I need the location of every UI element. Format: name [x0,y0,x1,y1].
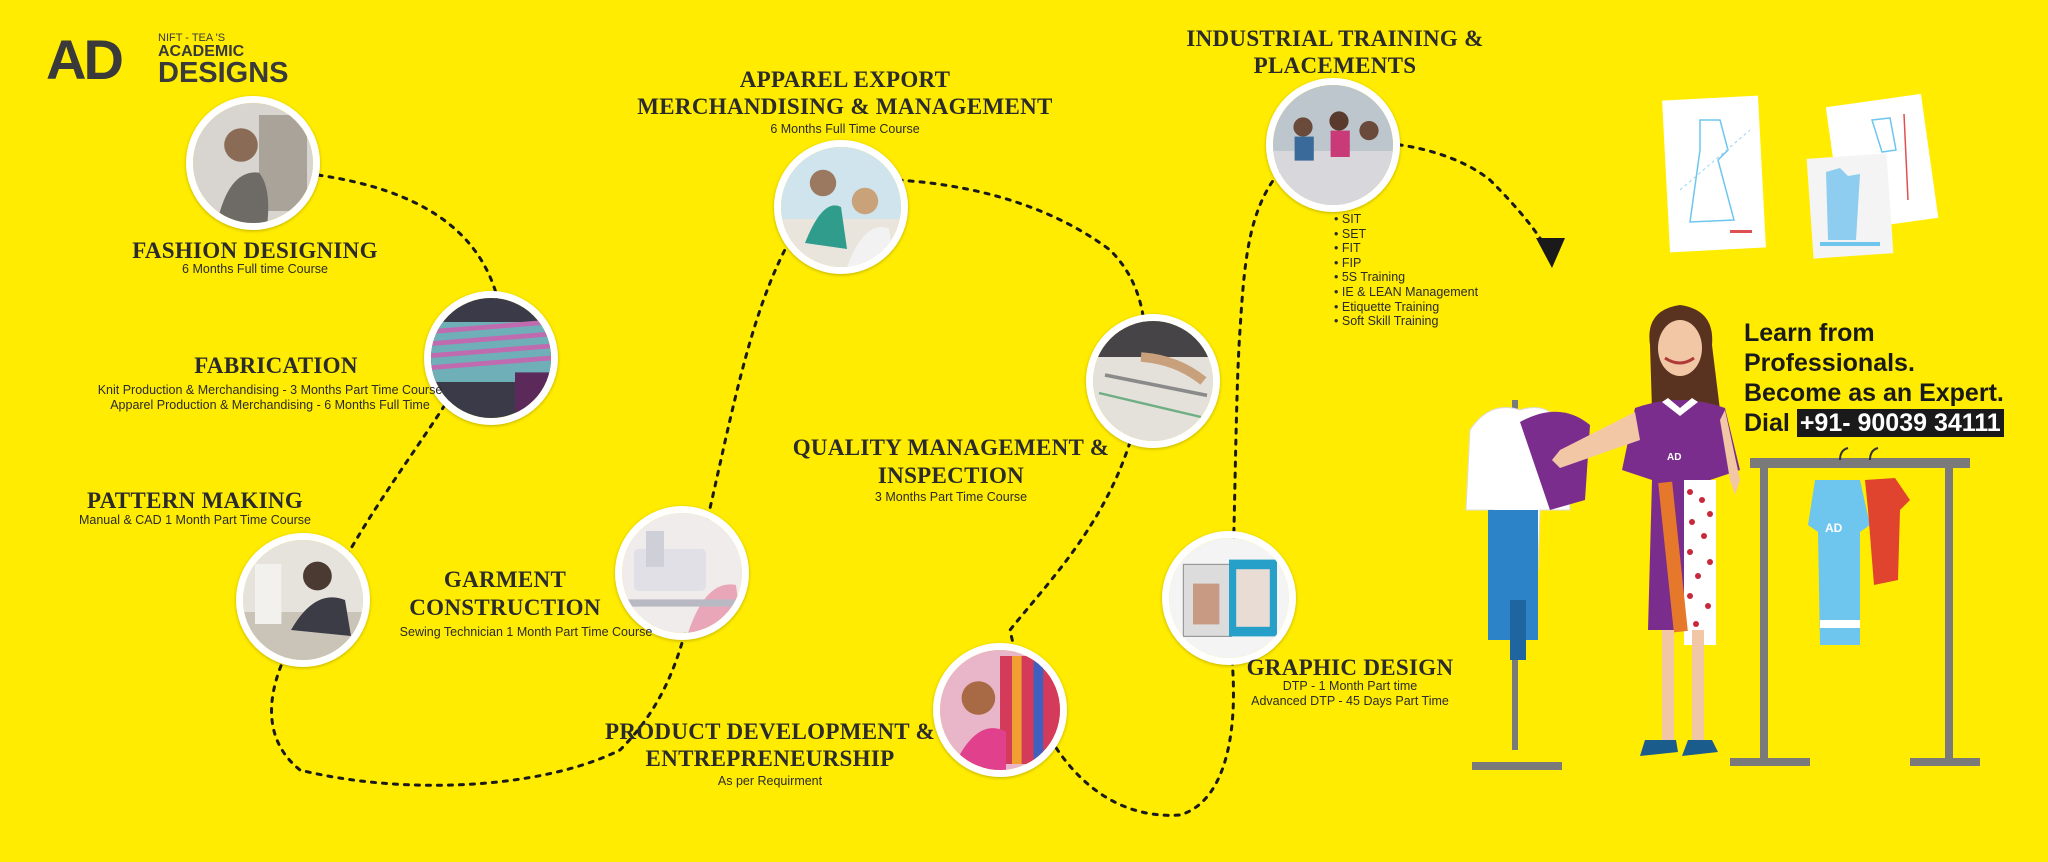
list-item: Soft Skill Training [1334,314,1478,329]
promo-line-1: Learn from [1744,319,1875,347]
quality-management-title-2: INSPECTION [877,463,1025,488]
pattern-making-sub: Manual & CAD 1 Month Part Time Course [78,513,312,527]
list-item: 5S Training [1334,270,1478,285]
quality-management-photo [1086,314,1220,448]
promo-line-2: Professionals. [1744,349,1915,377]
product-development-title-2: ENTREPRENEURSHIP [645,746,895,771]
garment-construction-title-1: GARMENT [443,567,567,592]
garment-construction-title-2: CONSTRUCTION [409,595,601,620]
industrial-training-list: SIT SET FIT FIP 5S Training IE & LEAN Ma… [1334,212,1478,329]
industrial-training-photo [1266,78,1400,212]
pattern-making-photo [236,533,370,667]
list-item: SET [1334,227,1478,242]
fabrication-title: FABRICATION [194,353,358,378]
list-item: FIP [1334,256,1478,271]
quality-management-title-1: QUALITY MANAGEMENT & [792,435,1110,460]
designer-illustration: AD AD [1465,305,1980,770]
product-development-photo [933,643,1067,777]
apparel-export-title-2: MERCHANDISING & MANAGEMENT [637,94,1053,119]
fabrication-sub-1: Knit Production & Merchandising - 3 Mont… [97,383,443,397]
list-item: Etiquette Training [1334,300,1478,315]
dial-label: Dial [1744,409,1790,437]
list-item: FIT [1334,241,1478,256]
shirt-logo: AD [1667,452,1681,463]
graphic-design-sub-1: DTP - 1 Month Part time [1282,679,1418,693]
logo-line1: NIFT - TEA 'S [158,32,226,44]
pattern-making-title: PATTERN MAKING [86,488,304,513]
logo-mark: AD [46,28,124,91]
fabrication-sub-2: Apparel Production & Merchandising - 6 M… [110,398,430,412]
list-item: IE & LEAN Management [1334,285,1478,300]
fashion-designing-photo [186,96,320,230]
graphic-design-photo [1162,531,1296,665]
promo-block: Learn from Professionals. Become as an E… [1744,318,2004,438]
garment-construction-photo [615,506,749,640]
garment-construction-sub: Sewing Technician 1 Month Part Time Cour… [399,625,653,639]
quality-management-sub: 3 Months Part Time Course [874,490,1028,504]
industrial-training-title-1: INDUSTRIAL TRAINING & [1186,26,1484,51]
apparel-export-photo [774,140,908,274]
list-item: SIT [1334,212,1478,227]
graphic-design-sub-2: Advanced DTP - 45 Days Part Time [1251,694,1449,708]
phone-number[interactable]: +91- 90039 34111 [1796,409,2004,437]
logo-line2: ACADEMIC [158,43,245,60]
logo-line3: DESIGNS [158,57,289,89]
promo-line-4: Dial +91- 90039 34111 [1744,408,2004,438]
pattern-sheets-illustration [1662,93,1939,259]
fashion-designing-title: FASHION DESIGNING [132,238,378,263]
fashion-designing-sub: 6 Months Full time Course [182,262,328,276]
fabrication-photo [424,291,558,425]
product-development-title-1: PRODUCT DEVELOPMENT & [604,719,936,744]
industrial-training-title-2: PLACEMENTS [1253,53,1417,78]
promo-line-3: Become as an Expert. [1744,379,2004,407]
product-development-sub: As per Requirment [717,774,823,788]
dress-logo: AD [1825,521,1843,535]
apparel-export-sub: 6 Months Full Time Course [770,122,920,136]
graphic-design-title: GRAPHIC DESIGN [1246,655,1454,680]
brand-logo: AD NIFT - TEA 'S ACADEMIC DESIGNS [46,28,289,91]
apparel-export-title-1: APPAREL EXPORT [739,67,951,92]
